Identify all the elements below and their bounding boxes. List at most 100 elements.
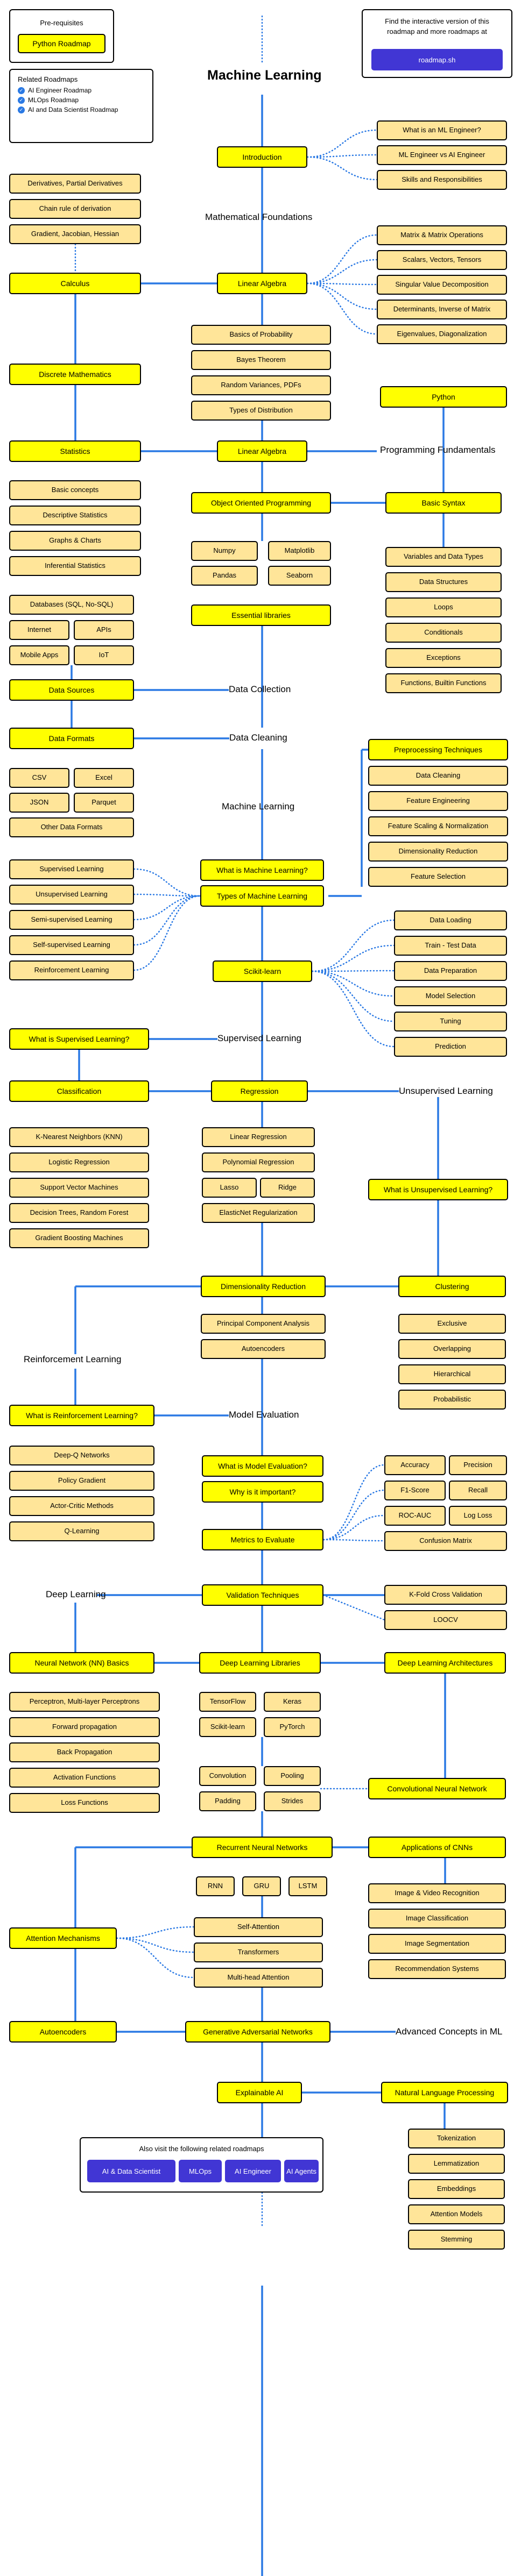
node-recommendation-systems[interactable]: Recommendation Systems <box>368 1959 506 1979</box>
node-databases[interactable]: Databases (SQL, No-SQL) <box>9 595 134 615</box>
node-deep-q[interactable]: Deep-Q Networks <box>9 1446 154 1465</box>
node-rnn-main[interactable]: Recurrent Neural Networks <box>192 1837 333 1858</box>
node-variables[interactable]: Variables and Data Types <box>385 547 502 567</box>
node-precision[interactable]: Precision <box>449 1455 507 1475</box>
node-image-segmentation[interactable]: Image Segmentation <box>368 1934 506 1954</box>
node-keras[interactable]: Keras <box>264 1692 321 1712</box>
node-internet[interactable]: Internet <box>9 620 69 640</box>
node-reinforcement[interactable]: Reinforcement Learning <box>9 960 134 980</box>
node-gru[interactable]: GRU <box>242 1876 281 1896</box>
node-lemmatization[interactable]: Lemmatization <box>408 2154 505 2174</box>
node-pooling[interactable]: Pooling <box>264 1766 321 1786</box>
node-loocv[interactable]: LOOCV <box>384 1610 507 1630</box>
node-logistic-regression[interactable]: Logistic Regression <box>9 1152 149 1172</box>
node-pca[interactable]: Principal Component Analysis <box>201 1314 326 1334</box>
node-determinants[interactable]: Determinants, Inverse of Matrix <box>377 300 507 319</box>
node-prediction[interactable]: Prediction <box>394 1037 507 1057</box>
node-attention-models[interactable]: Attention Models <box>408 2204 505 2224</box>
node-kfold[interactable]: K-Fold Cross Validation <box>384 1585 507 1605</box>
node-descriptive-stats[interactable]: Descriptive Statistics <box>9 506 141 525</box>
node-feature-selection[interactable]: Feature Selection <box>368 867 508 887</box>
node-statistics[interactable]: Statistics <box>9 440 141 462</box>
node-what-is-ml[interactable]: What is Machine Learning? <box>200 859 324 881</box>
node-nlp[interactable]: Natural Language Processing <box>381 2082 508 2103</box>
node-explainable-ai[interactable]: Explainable AI <box>217 2082 302 2103</box>
node-self-supervised[interactable]: Self-supervised Learning <box>9 935 134 955</box>
node-scikit-learn-dl[interactable]: Scikit-learn <box>199 1717 256 1737</box>
node-metrics[interactable]: Metrics to Evaluate <box>202 1529 323 1550</box>
node-elasticnet[interactable]: ElasticNet Regularization <box>202 1203 315 1223</box>
node-bayes[interactable]: Bayes Theorem <box>191 350 331 370</box>
node-data-cleaning[interactable]: Data Cleaning <box>368 766 508 786</box>
node-validation[interactable]: Validation Techniques <box>202 1584 323 1606</box>
node-transformers[interactable]: Transformers <box>194 1942 323 1962</box>
node-derivatives[interactable]: Derivatives, Partial Derivatives <box>9 174 141 194</box>
node-loss-functions[interactable]: Loss Functions <box>9 1793 160 1813</box>
node-back-propagation[interactable]: Back Propagation <box>9 1742 160 1762</box>
node-feature-engineering[interactable]: Feature Engineering <box>368 791 508 811</box>
node-scikit-learn[interactable]: Scikit-learn <box>213 960 312 982</box>
related-ai-data-scientist[interactable]: ✓AI and Data Scientist Roadmap <box>18 106 145 113</box>
node-data-preparation[interactable]: Data Preparation <box>394 961 507 981</box>
node-linear-regression[interactable]: Linear Regression <box>202 1127 315 1147</box>
node-dimensionality-reduction[interactable]: Dimensionality Reduction <box>201 1276 326 1297</box>
footer-mlops-button[interactable]: MLOps <box>179 2160 222 2182</box>
node-parquet[interactable]: Parquet <box>74 793 134 813</box>
node-decision-trees[interactable]: Decision Trees, Random Forest <box>9 1203 149 1223</box>
node-ml-vs-ai-engineer[interactable]: ML Engineer vs AI Engineer <box>377 145 507 165</box>
node-autoencoders[interactable]: Autoencoders <box>9 2021 117 2043</box>
node-embeddings[interactable]: Embeddings <box>408 2179 505 2199</box>
node-json[interactable]: JSON <box>9 793 69 813</box>
node-dl-libraries[interactable]: Deep Learning Libraries <box>199 1652 321 1674</box>
node-pytorch[interactable]: PyTorch <box>264 1717 321 1737</box>
node-model-selection[interactable]: Model Selection <box>394 986 507 1006</box>
node-data-structures[interactable]: Data Structures <box>385 572 502 592</box>
node-multi-head-attention[interactable]: Multi-head Attention <box>194 1968 323 1988</box>
node-numpy[interactable]: Numpy <box>191 541 258 561</box>
node-recall[interactable]: Recall <box>449 1481 507 1500</box>
node-eigenvalues[interactable]: Eigenvalues, Diagonalization <box>377 324 507 344</box>
node-iot[interactable]: IoT <box>74 645 134 665</box>
node-csv[interactable]: CSV <box>9 768 69 788</box>
node-hierarchical[interactable]: Hierarchical <box>398 1364 506 1384</box>
node-forward-propagation[interactable]: Forward propagation <box>9 1717 160 1737</box>
node-introduction[interactable]: Introduction <box>217 146 307 168</box>
node-inferential-stats[interactable]: Inferential Statistics <box>9 556 141 576</box>
node-linear-algebra[interactable]: Linear Algebra <box>217 273 307 294</box>
node-svm[interactable]: Support Vector Machines <box>9 1178 149 1198</box>
node-train-test[interactable]: Train - Test Data <box>394 936 507 956</box>
node-basic-syntax[interactable]: Basic Syntax <box>385 492 502 514</box>
node-padding[interactable]: Padding <box>199 1791 256 1811</box>
node-oop[interactable]: Object Oriented Programming <box>191 492 331 514</box>
node-pandas[interactable]: Pandas <box>191 566 258 586</box>
node-overlapping[interactable]: Overlapping <box>398 1339 506 1359</box>
node-gbm[interactable]: Gradient Boosting Machines <box>9 1228 149 1248</box>
node-roc-auc[interactable]: ROC-AUC <box>384 1506 446 1526</box>
roadmap-sh-button[interactable]: roadmap.sh <box>371 49 503 70</box>
node-functions[interactable]: Functions, Builtin Functions <box>385 673 502 693</box>
node-probability-basics[interactable]: Basics of Probability <box>191 325 331 345</box>
node-mobile-apps[interactable]: Mobile Apps <box>9 645 69 665</box>
node-rnn[interactable]: RNN <box>196 1876 235 1896</box>
node-lasso[interactable]: Lasso <box>202 1178 257 1198</box>
node-perceptron[interactable]: Perceptron, Multi-layer Perceptrons <box>9 1692 160 1712</box>
node-tokenization[interactable]: Tokenization <box>408 2129 505 2148</box>
node-svd[interactable]: Singular Value Decomposition <box>377 275 507 295</box>
node-skills-responsibilities[interactable]: Skills and Responsibilities <box>377 170 507 190</box>
node-python[interactable]: Python <box>380 386 507 408</box>
related-mlops[interactable]: ✓MLOps Roadmap <box>18 96 145 104</box>
node-f1[interactable]: F1-Score <box>384 1481 446 1500</box>
node-feature-scaling[interactable]: Feature Scaling & Normalization <box>368 816 508 836</box>
footer-ai-agents-button[interactable]: AI Agents <box>284 2160 319 2182</box>
node-gan[interactable]: Generative Adversarial Networks <box>185 2021 330 2043</box>
node-polynomial-regression[interactable]: Polynomial Regression <box>202 1152 315 1172</box>
footer-ai-data-scientist-button[interactable]: AI & Data Scientist <box>87 2160 175 2182</box>
node-exclusive[interactable]: Exclusive <box>398 1314 506 1334</box>
node-attention-mechanisms[interactable]: Attention Mechanisms <box>9 1927 117 1949</box>
node-loops[interactable]: Loops <box>385 597 502 617</box>
node-excel[interactable]: Excel <box>74 768 134 788</box>
node-preprocessing[interactable]: Preprocessing Techniques <box>368 739 508 760</box>
node-distributions[interactable]: Types of Distribution <box>191 401 331 421</box>
node-conditionals[interactable]: Conditionals <box>385 623 502 643</box>
node-data-formats[interactable]: Data Formats <box>9 728 134 749</box>
